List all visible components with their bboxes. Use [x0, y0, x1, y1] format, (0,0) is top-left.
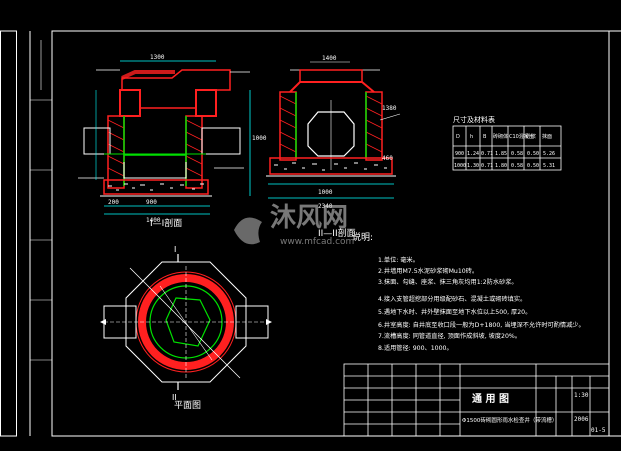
table-header-cell: B — [483, 134, 487, 140]
watermark-logo — [234, 217, 262, 245]
section-mark-top: I — [174, 245, 176, 254]
table-header-cell: 抹面 — [542, 133, 552, 140]
material-table-grid — [452, 125, 562, 171]
title-block-name: 通 用 图 — [472, 393, 509, 405]
table-title: 尺寸及材料表 — [453, 115, 495, 124]
left-strip-ticks — [30, 40, 52, 361]
dim-label: 1380 — [382, 105, 397, 112]
notes-list: 1.单位: 毫米。 2.井墙用M7.5水泥砂浆砌Mu10砖。 3.抹面、勾缝、座… — [378, 256, 585, 352]
dim-label: 1000 — [252, 135, 267, 142]
table-cell: 1.30 — [467, 163, 479, 169]
drawing-frame — [51, 30, 610, 437]
note-item: 3.抹面、勾缝、座浆、抹三角灰均用1:2防水砂浆。 — [378, 278, 518, 286]
table-header-cell: 砂浆 — [526, 133, 536, 140]
dim-label: 1000 — [318, 189, 333, 196]
table-headers: D h B 砖砌体 C10混凝土 砂浆 抹面 — [456, 133, 552, 140]
table-header-cell: h — [470, 134, 473, 140]
note-item: 1.单位: 毫米。 — [378, 256, 419, 264]
section-2-drawing — [266, 61, 401, 199]
table-cell: 0.71 — [481, 163, 493, 169]
plan-drawing — [100, 254, 272, 390]
table-cell: 1000 — [454, 163, 466, 169]
note-item: 7.流槽高度: 同管道直径, 顶面作成斜坡, 坡度20%。 — [378, 332, 521, 340]
section-1-drawing — [78, 60, 251, 215]
dim-label: 2340 — [318, 203, 333, 210]
table-header-cell: 砖砌体 — [493, 133, 508, 140]
left-border — [0, 30, 17, 437]
table-cell: 5.26 — [543, 151, 555, 157]
table-cell: 900 — [455, 151, 464, 157]
table-cell: 1.85 — [495, 151, 507, 157]
table-cell: 0.58 — [511, 163, 523, 169]
table-cell: 0.50 — [527, 163, 539, 169]
table-row: 1000 1.30 0.71 1.80 0.58 0.50 5.31 — [454, 163, 555, 169]
dim-label: 200 — [108, 199, 119, 206]
notes-heading: 说明: — [352, 231, 373, 243]
section-2-label: II—II剖面 — [318, 227, 356, 239]
table-header-cell: D — [456, 134, 460, 140]
table-cell: 5.31 — [543, 163, 555, 169]
plan-label: 平面图 — [174, 400, 201, 411]
table-cell: 1.24 — [467, 151, 479, 157]
table-cell: 1.80 — [495, 163, 507, 169]
note-item: 5.遇地下水时、井外壁抹面至地下水位以上500, 厚20。 — [378, 308, 531, 316]
table-cell: 0.50 — [527, 151, 539, 157]
section-mark-bottom: II — [172, 393, 177, 402]
note-item: 8.适用管径: 900、1000。 — [378, 344, 453, 352]
title-block-drawing-title: Φ1500砖砌圆形雨水检查井（带流槽） — [462, 416, 557, 424]
dimension-labels: 1300 200 900 1400 1000 1400 1000 2340 13… — [108, 54, 397, 224]
note-item: 4.接入支管超挖部分用级配砂石、混凝土或砌砖填实。 — [378, 295, 526, 303]
table-cell: 0.71 — [481, 151, 493, 157]
title-block-date: 2006 — [574, 416, 589, 423]
note-item: 2.井墙用M7.5水泥砂浆砌Mu10砖。 — [378, 267, 478, 275]
title-block-scale: 1:30 — [574, 392, 589, 399]
dim-label: 900 — [146, 199, 157, 206]
watermark-url: www.mfcad.com — [280, 237, 354, 247]
dim-label: 1400 — [322, 55, 337, 62]
table-row: 900 1.24 0.71 1.85 0.58 0.50 5.26 — [455, 151, 555, 157]
dim-label: 460 — [382, 155, 393, 162]
section-1-label: I—I剖面 — [150, 217, 182, 229]
title-block-grid — [343, 363, 610, 437]
table-cell: 0.58 — [511, 151, 523, 157]
watermark-brand: 沐风网 — [270, 203, 348, 233]
title-block-sheet: 01-5 — [591, 427, 606, 434]
dim-label: 1300 — [150, 54, 165, 61]
table-header-cell: C10混凝土 — [509, 133, 534, 140]
note-item: 6.井室高度: 自井底至收口段一般为D+1800, 当埋深不允许时可酌情减少。 — [378, 321, 585, 329]
dim-label: 1400 — [146, 217, 161, 224]
